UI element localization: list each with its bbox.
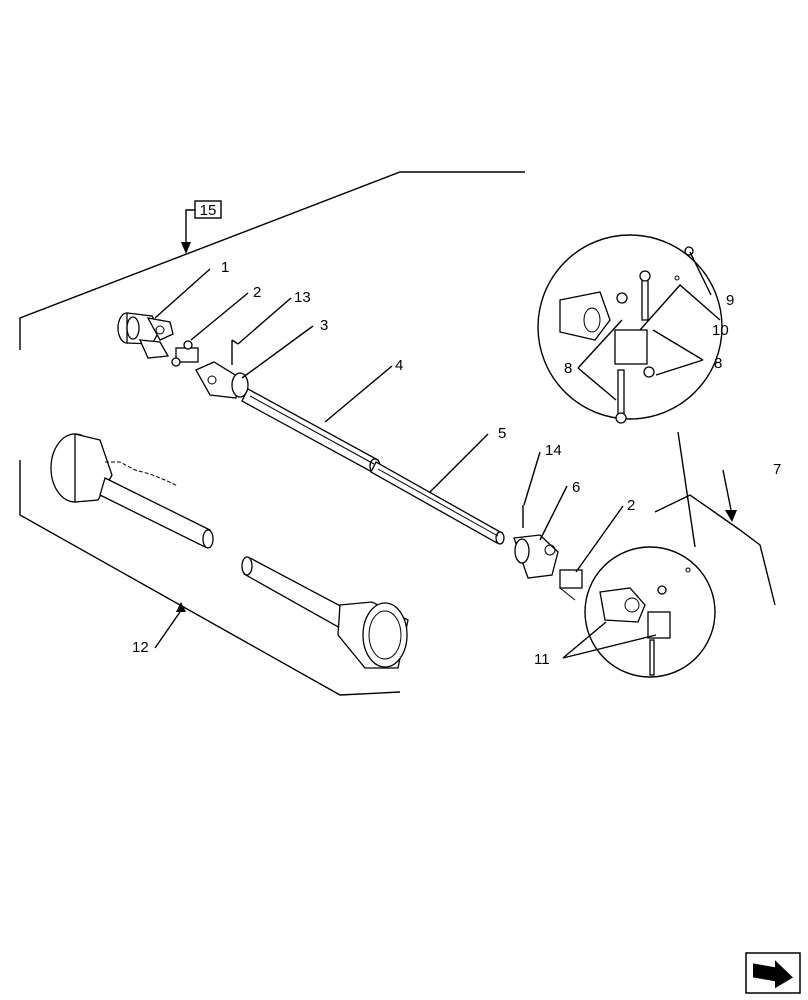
cross-journal	[171, 340, 199, 367]
callout-6: 6	[572, 479, 580, 496]
callout-7: 7	[773, 461, 781, 478]
next-page-arrow-icon[interactable]	[745, 952, 801, 994]
callout-9: 9	[726, 292, 734, 309]
callout-8-right: 8	[714, 355, 722, 372]
rear-yoke	[513, 534, 559, 579]
detail-connector-line	[677, 431, 696, 548]
inner-yoke	[195, 339, 249, 399]
callout-12: 12	[132, 639, 149, 656]
callout-14: 14	[545, 442, 562, 459]
assembly-outline	[19, 171, 525, 696]
reference-box-label: 15	[200, 202, 217, 219]
inner-shield	[241, 556, 409, 669]
callout-11: 11	[534, 651, 550, 668]
callout-2: 2	[253, 284, 261, 301]
detail-circle-bottom	[584, 546, 716, 678]
callout-8-left: 8	[564, 360, 572, 377]
callout-3: 3	[320, 317, 328, 334]
callout-4: 4	[395, 357, 403, 374]
callout-10: 10	[712, 322, 729, 339]
callout-5: 5	[498, 425, 506, 442]
callout-1: 1	[221, 259, 229, 276]
callout-13: 13	[294, 289, 311, 306]
callout-2b: 2	[627, 497, 635, 514]
outer-tube	[241, 388, 381, 474]
front-yoke	[117, 312, 174, 359]
outer-shield	[50, 433, 214, 549]
leader-lines	[154, 251, 733, 659]
reference-box-15: 15	[181, 200, 222, 254]
group-bracket-7	[654, 494, 776, 606]
detail-circle-top	[537, 234, 723, 424]
inner-tube	[370, 461, 505, 545]
rear-cross-journal	[559, 569, 583, 601]
